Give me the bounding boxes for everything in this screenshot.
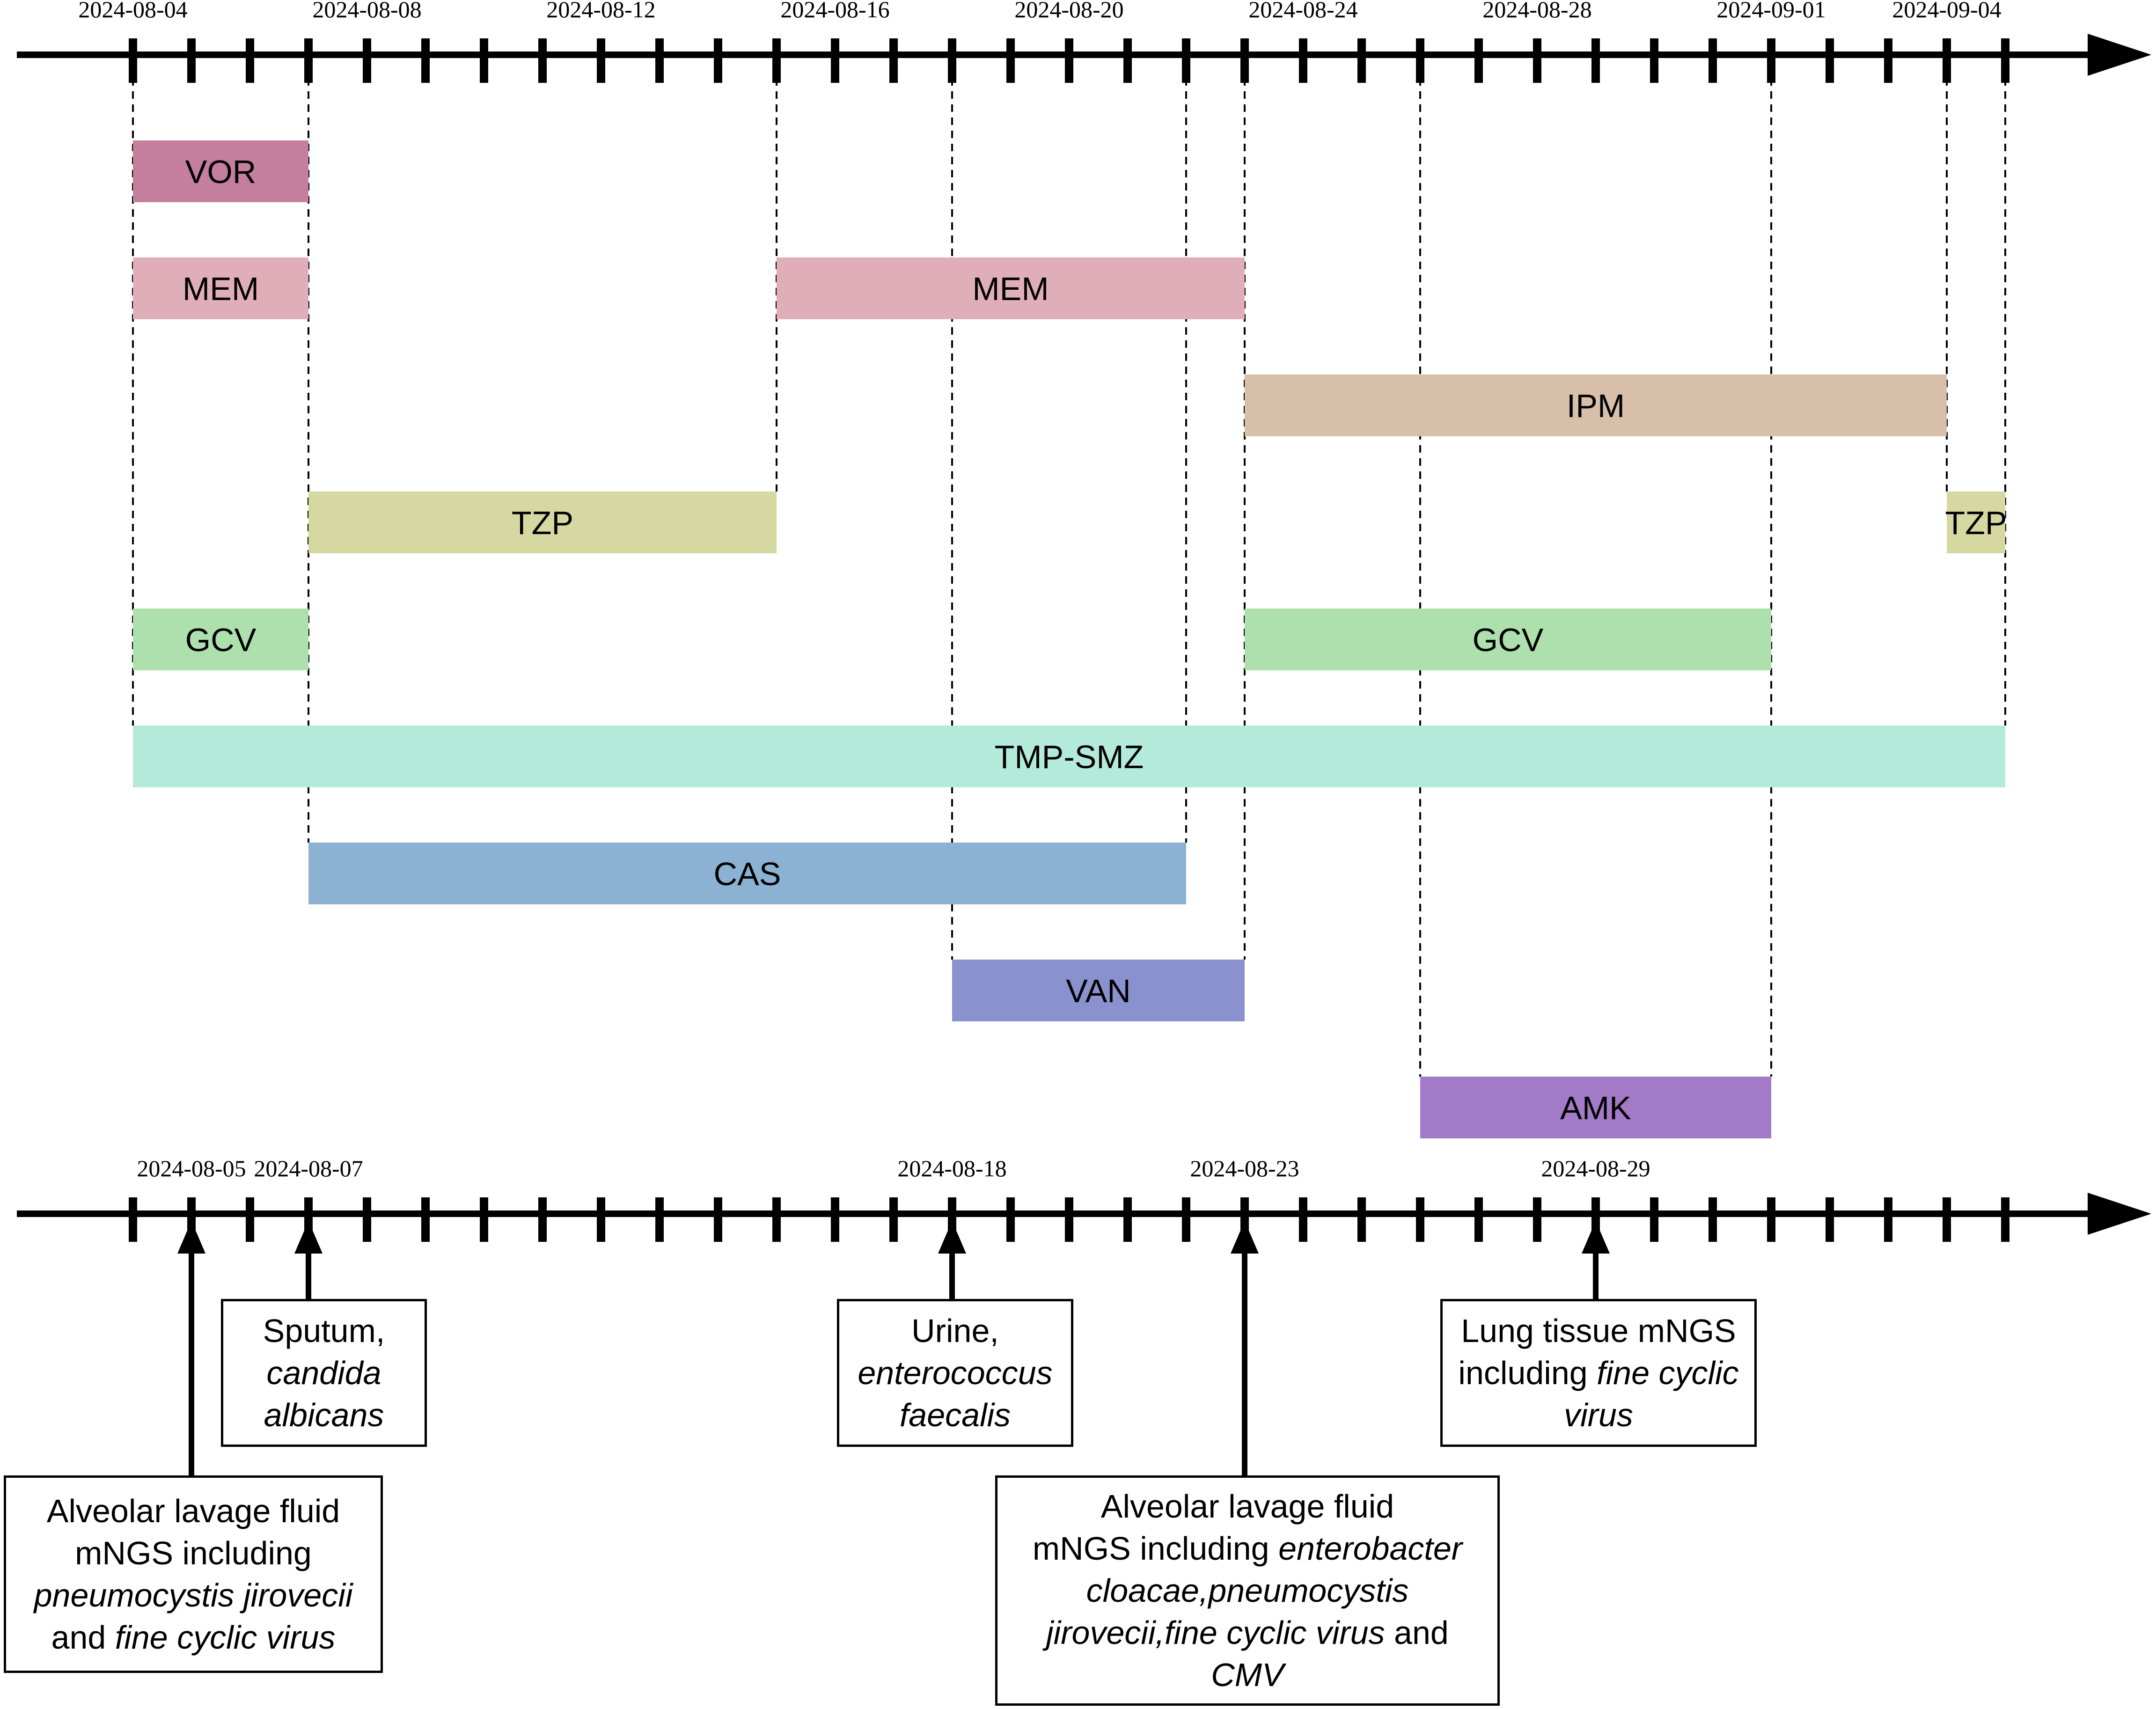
- event-note-text: and: [51, 1619, 115, 1656]
- drug-bar-label: IPM: [1567, 388, 1625, 424]
- event-arrowhead: [938, 1221, 966, 1254]
- event-note-line: Urine,: [911, 1310, 999, 1352]
- top-axis-date-label: 2024-08-16: [780, 0, 889, 22]
- event-note-line: enterococcus: [858, 1352, 1052, 1394]
- event-note-line: candida: [266, 1352, 381, 1394]
- event-arrowhead: [177, 1221, 205, 1254]
- event-note-italic-text: CMV: [1211, 1657, 1284, 1693]
- top-axis-date-label: 2024-08-28: [1482, 0, 1591, 22]
- drug-bar-mem: [777, 257, 1245, 319]
- event-note-line: mNGS including: [75, 1532, 312, 1574]
- event-note-text: Lung tissue mNGS: [1461, 1313, 1736, 1349]
- drug-bars: VOR MEM MEM IPM TZP TZP GCV GCV TMP-SMZ CAS VAN AMK: [133, 140, 2007, 1138]
- drug-bar-gcv: [133, 609, 308, 670]
- drug-bar-label: MEM: [972, 271, 1049, 307]
- event-note-text: including: [1458, 1355, 1597, 1391]
- event-note-text: mNGS including: [1032, 1530, 1279, 1567]
- top-axis-date-label: 2024-08-04: [78, 0, 187, 22]
- event-note-text: Alveolar lavage fluid: [46, 1493, 340, 1529]
- event-note-text: Alveolar lavage fluid: [1100, 1488, 1394, 1525]
- drug-bar-gcv: [1245, 609, 1771, 670]
- top-axis-date-label: 2024-08-20: [1014, 0, 1123, 22]
- event-note-line: mNGS including enterobacter: [1033, 1527, 1462, 1570]
- drug-bar-label: GCV: [1473, 622, 1544, 658]
- top-date-axis: 2024-08-04 2024-08-08 2024-08-12 2024-08-16…: [17, 0, 2151, 83]
- drug-bar-label: MEM: [183, 271, 259, 307]
- event-note-italic-text: virus: [1564, 1397, 1633, 1433]
- event-note-italic-text: cloacae,pneumocystis: [1086, 1572, 1409, 1609]
- drug-bar-label: TMP-SMZ: [995, 739, 1144, 775]
- event-arrows: [177, 1221, 1610, 1475]
- event-note-italic-text: candida: [266, 1355, 381, 1391]
- bottom-axis-date-label: 2024-08-07: [254, 1155, 363, 1181]
- drug-bar-label: TZP: [512, 505, 573, 541]
- bottom-date-axis: 2024-08-05 2024-08-07 2024-08-18 2024-08-23…: [17, 1155, 2151, 1242]
- event-note-text: mNGS including: [75, 1535, 312, 1571]
- bottom-axis-arrowhead: [2088, 1193, 2151, 1235]
- drug-bar-mem: [133, 257, 308, 319]
- drug-bar-label: AMK: [1560, 1090, 1631, 1126]
- event-note-italic-text: fine cyclic: [1597, 1355, 1739, 1391]
- event-note-box: Sputum, candida albicans: [221, 1299, 427, 1447]
- drug-bar-cas: [308, 843, 1186, 904]
- event-note-line: including fine cyclic: [1458, 1352, 1738, 1394]
- bottom-axis-date-label: 2024-08-05: [137, 1155, 246, 1181]
- event-note-line: cloacae,pneumocystis: [1086, 1570, 1409, 1612]
- bottom-axis-date-label: 2024-08-23: [1190, 1155, 1299, 1181]
- event-note-italic-text: faecalis: [899, 1397, 1011, 1433]
- drug-bar-tzp: [1947, 491, 2005, 553]
- drug-bar-tmp-smz: [133, 726, 2005, 787]
- event-note-italic-text: pneumocystis jirovecii: [34, 1577, 353, 1614]
- event-note-text: and: [1385, 1614, 1449, 1651]
- drug-bar-label: GCV: [185, 622, 257, 658]
- dashed-guide-lines: [132, 78, 2006, 1077]
- top-axis-arrowhead: [2088, 34, 2151, 76]
- event-note-box: Urine, enterococcus faecalis: [837, 1299, 1073, 1447]
- event-note-box: Alveolar lavage fluid mNGS including pneum…: [4, 1475, 383, 1673]
- drug-bar-label: TZP: [1945, 505, 2007, 541]
- event-note-italic-text: fine cyclic virus: [115, 1619, 336, 1656]
- drug-bar-label: VOR: [185, 154, 257, 190]
- event-note-line: pneumocystis jirovecii: [34, 1574, 353, 1616]
- top-axis-date-label: 2024-08-12: [546, 0, 655, 22]
- drug-bar-amk: [1420, 1077, 1771, 1138]
- event-note-line: and fine cyclic virus: [51, 1616, 336, 1658]
- event-note-italic-text: albicans: [264, 1397, 384, 1433]
- drug-bar-van: [952, 960, 1245, 1021]
- top-axis-date-label: 2024-08-08: [312, 0, 421, 22]
- drug-bar-label: VAN: [1066, 973, 1131, 1009]
- event-note-text: Sputum,: [263, 1313, 385, 1349]
- top-axis-date-label: 2024-09-04: [1892, 0, 2001, 22]
- event-note-line: Alveolar lavage fluid: [47, 1490, 340, 1532]
- event-arrowhead: [1231, 1221, 1259, 1254]
- drug-bar-tzp: [308, 491, 777, 553]
- event-note-text: Urine,: [911, 1313, 999, 1349]
- event-note-line: Alveolar lavage fluid: [1101, 1485, 1394, 1527]
- event-note-line: Sputum,: [263, 1310, 385, 1352]
- event-note-line: faecalis: [900, 1394, 1011, 1436]
- bottom-axis-date-label: 2024-08-18: [897, 1155, 1006, 1181]
- bottom-axis-date-label: 2024-08-29: [1541, 1155, 1650, 1181]
- event-note-italic-text: enterobacter: [1278, 1530, 1463, 1567]
- drug-bar-label: CAS: [714, 856, 781, 892]
- event-note-line: jirovecii,fine cyclic virus and: [1046, 1612, 1449, 1654]
- event-arrowhead: [294, 1221, 323, 1254]
- drug-bar-vor: [133, 140, 308, 202]
- event-note-line: virus: [1564, 1394, 1633, 1436]
- drug-bar-ipm: [1245, 374, 1947, 436]
- event-note-line: albicans: [264, 1394, 384, 1436]
- event-note-italic-text: jirovecii,fine cyclic virus: [1046, 1614, 1385, 1651]
- event-note-line: Lung tissue mNGS: [1461, 1310, 1736, 1352]
- event-note-italic-text: enterococcus: [858, 1355, 1053, 1391]
- event-note-line: CMV: [1211, 1654, 1284, 1696]
- top-axis-date-label: 2024-08-24: [1248, 0, 1357, 22]
- top-axis-date-label: 2024-09-01: [1716, 0, 1826, 22]
- event-arrowhead: [1582, 1221, 1610, 1254]
